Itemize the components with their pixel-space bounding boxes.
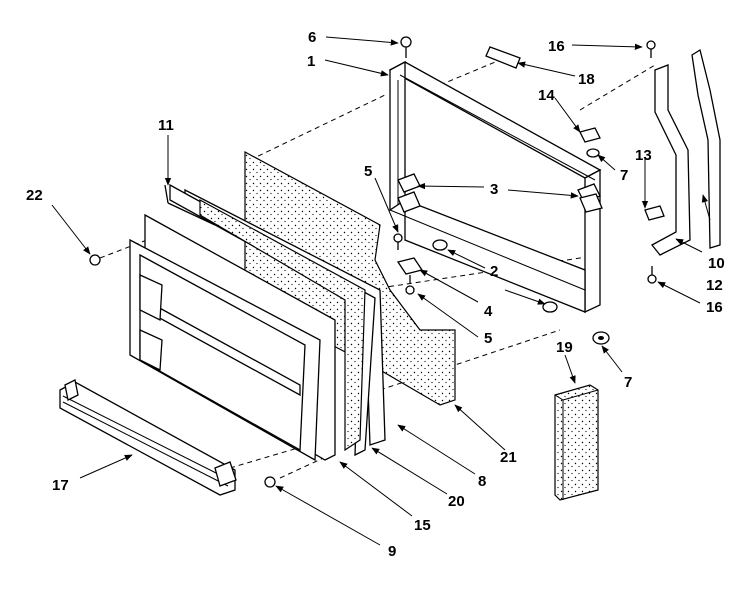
- callout-4: 4: [484, 303, 493, 320]
- callout-13: 13: [635, 147, 652, 164]
- outer-door-panel: [129, 213, 336, 462]
- callout-18: 18: [578, 71, 595, 88]
- callout-16b: 16: [706, 299, 723, 316]
- callout-5a: 5: [364, 163, 372, 180]
- callout-17: 17: [52, 477, 69, 494]
- small-brackets: [579, 127, 665, 221]
- callout-22: 22: [26, 187, 43, 204]
- label-plate: [485, 46, 521, 69]
- callout-labels: 1 2 3 4 5 5 6 7 7 8 9 10 11 12 13 14 15 …: [26, 29, 725, 560]
- door-handle-trim: [59, 379, 237, 496]
- hinge-arm: [651, 48, 721, 256]
- door-gaskets: [169, 183, 386, 457]
- callout-19: 19: [556, 339, 573, 356]
- callout-3: 3: [490, 181, 498, 198]
- door-liner-frame: [388, 60, 602, 314]
- callout-9: 9: [388, 543, 396, 560]
- callout-16a: 16: [548, 38, 565, 55]
- retainer-rod: [164, 184, 216, 226]
- callout-1: 1: [307, 53, 315, 70]
- lower-bracket: [396, 257, 424, 275]
- callout-7b: 7: [624, 374, 632, 391]
- screws: [89, 36, 657, 488]
- callout-2: 2: [490, 263, 498, 280]
- callout-8: 8: [478, 473, 486, 490]
- callout-12: 12: [706, 277, 723, 294]
- callout-11: 11: [158, 117, 174, 134]
- callout-7a: 7: [620, 167, 628, 184]
- hinge-brackets: [397, 173, 603, 213]
- callout-20: 20: [448, 493, 465, 510]
- callout-21: 21: [500, 449, 517, 466]
- foam-block: [554, 384, 599, 501]
- callout-15: 15: [414, 517, 431, 534]
- leader-arrows: [51, 36, 711, 546]
- callout-5b: 5: [484, 330, 492, 347]
- rollers: [432, 148, 610, 345]
- callout-6: 6: [308, 29, 316, 46]
- callout-14: 14: [538, 87, 555, 104]
- callout-10: 10: [708, 255, 725, 272]
